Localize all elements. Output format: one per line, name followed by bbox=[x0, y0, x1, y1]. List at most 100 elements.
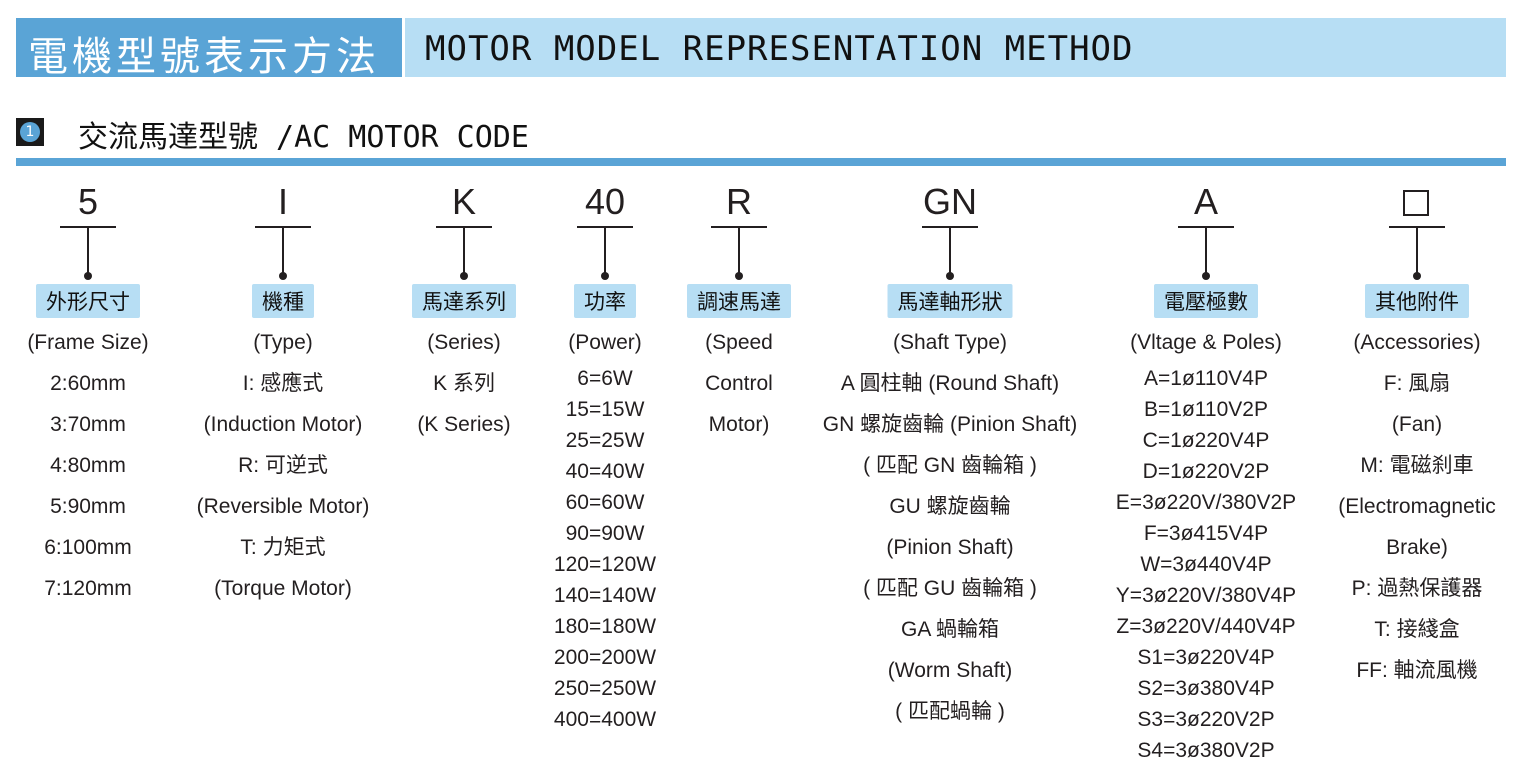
connector-dot bbox=[1202, 272, 1210, 280]
option-line: T: 力矩式 bbox=[240, 536, 326, 559]
option-line: 2:60mm bbox=[50, 372, 126, 395]
option-line: 90=90W bbox=[565, 522, 645, 545]
connector-dot bbox=[84, 272, 92, 280]
connector-line bbox=[738, 227, 740, 275]
option-line: ( 匹配 GU 齒輪箱 ) bbox=[863, 577, 1037, 600]
option-line: 400=400W bbox=[553, 708, 657, 731]
option-line: (Worm Shaft) bbox=[887, 659, 1013, 682]
option-line: 6:100mm bbox=[44, 536, 132, 559]
option-line: (K Series) bbox=[417, 413, 511, 436]
category-label: 馬達軸形狀 bbox=[887, 284, 1013, 318]
option-line: Z=3ø220V/440V4P bbox=[1116, 615, 1296, 638]
connector-dot bbox=[279, 272, 287, 280]
category-label: 其他附件 bbox=[1365, 284, 1469, 318]
option-line: S4=3ø380V2P bbox=[1137, 739, 1275, 762]
option-line: K 系列 bbox=[433, 372, 495, 395]
option-line: (Vltage & Poles) bbox=[1130, 331, 1282, 354]
option-line: 60=60W bbox=[565, 491, 645, 514]
option-line: (Fan) bbox=[1391, 413, 1443, 436]
option-line: 25=25W bbox=[565, 429, 645, 452]
category-label: 功率 bbox=[574, 284, 636, 318]
connector-dot bbox=[601, 272, 609, 280]
code-placeholder-box bbox=[1403, 190, 1429, 216]
code-letter: 5 bbox=[77, 181, 99, 222]
option-line: Brake) bbox=[1386, 536, 1448, 559]
option-line: 180=180W bbox=[553, 615, 657, 638]
title-en-block: MOTOR MODEL REPRESENTATION METHOD bbox=[405, 18, 1506, 77]
category-label: 外形尺寸 bbox=[36, 284, 140, 318]
connector-line bbox=[604, 227, 606, 275]
option-line: S2=3ø380V4P bbox=[1137, 677, 1275, 700]
option-line: (Power) bbox=[568, 331, 642, 354]
section-number: 1 bbox=[20, 122, 40, 142]
option-line: (Shaft Type) bbox=[892, 331, 1007, 354]
option-list: (Shaft Type) A 圓柱軸 (Round Shaft) GN 螺旋齒輪 (… bbox=[800, 322, 1100, 732]
code-letter: GN bbox=[923, 181, 977, 222]
option-line: (Speed bbox=[705, 331, 773, 354]
title-cn: 電機型號表示方法 bbox=[28, 34, 380, 80]
option-line: F: 風扇 bbox=[1383, 372, 1451, 395]
option-line: (Accessories) bbox=[1353, 331, 1481, 354]
option-line: A 圓柱軸 (Round Shaft) bbox=[840, 372, 1060, 395]
option-line: E=3ø220V/380V2P bbox=[1115, 491, 1297, 514]
option-line: (Reversible Motor) bbox=[196, 495, 370, 518]
category-label: 調速馬達 bbox=[687, 284, 791, 318]
option-line: I: 感應式 bbox=[242, 372, 324, 395]
option-line: Motor) bbox=[708, 413, 770, 436]
option-line: P: 過熱保護器 bbox=[1351, 577, 1483, 600]
code-letter: A bbox=[1193, 181, 1218, 222]
connector-dot bbox=[460, 272, 468, 280]
option-line: 7:120mm bbox=[44, 577, 132, 600]
option-line: (Induction Motor) bbox=[203, 413, 363, 436]
title-banner: 電機型號表示方法 MOTOR MODEL REPRESENTATION METH… bbox=[16, 18, 1506, 80]
code-letter: 40 bbox=[584, 181, 626, 222]
connector-line bbox=[949, 227, 951, 275]
option-line: (Torque Motor) bbox=[214, 577, 352, 600]
option-line: S3=3ø220V2P bbox=[1137, 708, 1275, 731]
option-list: (Power) 6=6W 15=15W 25=25W 40=40W 60=60W 90=90… bbox=[540, 322, 670, 735]
category-label: 馬達系列 bbox=[412, 284, 516, 318]
option-line: S1=3ø220V4P bbox=[1137, 646, 1275, 669]
title-cn-block: 電機型號表示方法 bbox=[16, 18, 402, 80]
option-line: ( 匹配蝸輪 ) bbox=[895, 700, 1005, 723]
option-line: GN 螺旋齒輪 (Pinion Shaft) bbox=[822, 413, 1078, 436]
option-line: (Type) bbox=[253, 331, 313, 354]
option-line: 5:90mm bbox=[50, 495, 126, 518]
option-line: 120=120W bbox=[553, 553, 657, 576]
option-line: (Frame Size) bbox=[27, 331, 149, 354]
connector-dot bbox=[735, 272, 743, 280]
option-line: C=1ø220V4P bbox=[1142, 429, 1270, 452]
code-letter: K bbox=[451, 181, 476, 222]
option-line: 3:70mm bbox=[50, 413, 126, 436]
option-list: (Accessories)F: 風扇(Fan)M: 電磁刹車(Electroma… bbox=[1322, 322, 1512, 691]
option-list: (Type) I: 感應式 (Induction Motor) R: 可逆式 (Reve… bbox=[180, 322, 386, 609]
option-line: GA 蝸輪箱 bbox=[900, 618, 1000, 641]
option-line: GU 螺旋齒輪 bbox=[889, 495, 1011, 518]
title-en: MOTOR MODEL REPRESENTATION METHOD bbox=[425, 29, 1134, 69]
option-line: Control bbox=[705, 372, 773, 395]
option-line: (Pinion Shaft) bbox=[886, 536, 1014, 559]
connector-dot bbox=[1413, 272, 1421, 280]
option-line: 200=200W bbox=[553, 646, 657, 669]
option-line: Y=3ø220V/380V4P bbox=[1115, 584, 1297, 607]
section-title: 交流馬達型號 /AC MOTOR CODE bbox=[78, 120, 529, 155]
option-line: D=1ø220V2P bbox=[1142, 460, 1270, 483]
option-line: 6=6W bbox=[577, 367, 633, 390]
option-line: M: 電磁刹車 bbox=[1360, 454, 1474, 477]
connector-dot bbox=[946, 272, 954, 280]
option-line: 250=250W bbox=[553, 677, 657, 700]
connector-line bbox=[1205, 227, 1207, 275]
option-line: A=1ø110V4P bbox=[1144, 367, 1268, 390]
option-line: 140=140W bbox=[553, 584, 657, 607]
option-line: ( 匹配 GN 齒輪箱 ) bbox=[863, 454, 1037, 477]
section-number-badge: 1 bbox=[16, 118, 44, 146]
option-line: F=3ø415V4P bbox=[1143, 522, 1269, 545]
option-line: 15=15W bbox=[565, 398, 645, 421]
option-line: R: 可逆式 bbox=[238, 454, 328, 477]
option-line: 40=40W bbox=[565, 460, 645, 483]
option-line: (Series) bbox=[427, 331, 501, 354]
category-label: 電壓極數 bbox=[1154, 284, 1258, 318]
option-line: W=3ø440V4P bbox=[1140, 553, 1272, 576]
